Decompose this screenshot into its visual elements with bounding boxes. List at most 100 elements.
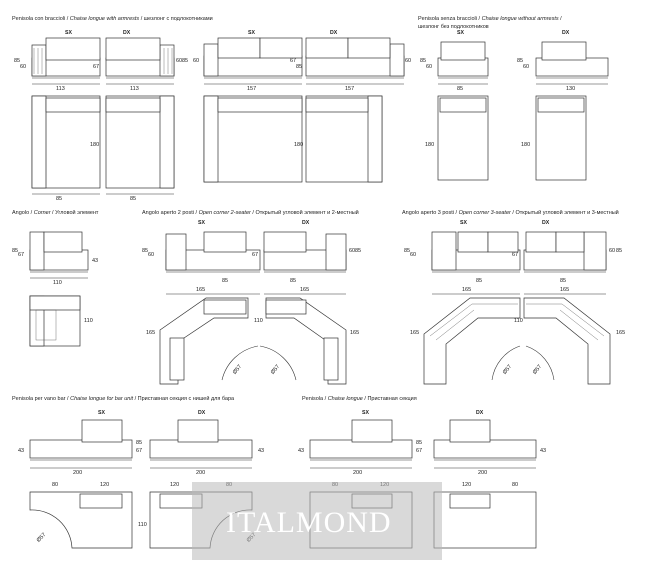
elevation-sx-157: [203, 37, 303, 79]
dim-180: 180: [425, 142, 434, 148]
dim-165: 165: [196, 287, 205, 293]
dim-180: 180: [294, 142, 303, 148]
plan-chaise-dx: [433, 491, 537, 549]
dim-200: 200: [73, 470, 82, 476]
label-sx-1: SX: [65, 30, 72, 36]
elevation-chaise-dx: [433, 419, 537, 461]
dim-43: 43: [540, 448, 546, 454]
dim-85: 85: [457, 86, 463, 92]
heading-peninsula-armrests: Penisola con braccioli / Chaise longue w…: [12, 16, 213, 22]
label-sx-6: SX: [98, 410, 105, 416]
dim-57: Ø57: [36, 532, 48, 544]
dim-180: 180: [90, 142, 99, 148]
elevation-open-corner-2-sx: [165, 231, 261, 273]
heading-open-corner-3: Angolo aperto 3 posti / Open corner 3-se…: [402, 209, 619, 216]
dim-200: 200: [478, 470, 487, 476]
dim-200: 200: [196, 470, 205, 476]
plan-open-corner-3-sx: [423, 297, 521, 385]
dim-165: 165: [560, 287, 569, 293]
plan-corner: [29, 295, 81, 347]
dim-60: 60: [609, 248, 615, 254]
dim-85: 85: [14, 58, 20, 64]
dim-120: 120: [462, 482, 471, 488]
elevation-chaise-sx: [309, 419, 413, 461]
dim-165: 165: [350, 330, 359, 336]
dim-60: 60: [193, 58, 199, 64]
dim-85: 85: [130, 196, 136, 202]
plan-no-arm-dx: [535, 95, 587, 181]
label-dx-2: DX: [330, 30, 338, 36]
dim-85: 85: [404, 248, 410, 254]
dim-85: 85: [222, 278, 228, 284]
dim-43: 43: [258, 448, 264, 454]
dim-165: 165: [410, 330, 419, 336]
label-sx-3: SX: [457, 30, 464, 36]
label-dx-1: DX: [123, 30, 131, 36]
dim-85: 85: [517, 58, 523, 64]
label-sx-5: SX: [460, 220, 467, 226]
dim-60: 60: [148, 252, 154, 258]
dim-85: 85: [560, 278, 566, 284]
dim-120: 120: [100, 482, 109, 488]
dim-60: 60: [176, 58, 182, 64]
label-dx-5: DX: [542, 220, 550, 226]
label-sx-4: SX: [198, 220, 205, 226]
heading-corner: Angolo / Corner / Угловой элемент: [12, 209, 99, 216]
plan-sx-157: [203, 95, 303, 183]
dim-67: 67: [416, 448, 422, 454]
dim-85: 85: [290, 278, 296, 284]
dim-67: 67: [136, 448, 142, 454]
dim-43: 43: [92, 258, 98, 264]
plan-no-arm-sx: [437, 95, 489, 181]
elevation-corner: [29, 231, 89, 273]
label-dx-4: DX: [302, 220, 310, 226]
dim-120: 120: [170, 482, 179, 488]
dim-85: 85: [420, 58, 426, 64]
dim-110: 110: [53, 280, 62, 286]
elevation-open-corner-3-sx: [431, 231, 521, 273]
elevation-open-corner-2-dx: [263, 231, 347, 273]
dim-60: 60: [20, 64, 26, 70]
dim-85: 85: [142, 248, 148, 254]
dim-60: 60: [523, 64, 529, 70]
plan-dx-157: [305, 95, 383, 183]
heading-bar-unit: Penisola per vano bar / Chaise longue fo…: [12, 395, 235, 402]
dim-85: 85: [416, 440, 422, 446]
dim-57: Ø57: [270, 364, 281, 376]
dim-57: Ø57: [232, 364, 243, 376]
plan-open-corner-2-dx: [265, 297, 347, 385]
elevation-no-arm-dx: [535, 41, 609, 79]
plan-open-corner-2-sx: [159, 297, 249, 385]
dim-43: 43: [18, 448, 24, 454]
dim-110: 110: [254, 318, 263, 324]
dim-157: 157: [247, 86, 256, 92]
label-dx-7: DX: [476, 410, 484, 416]
dim-67: 67: [290, 58, 296, 64]
dim-110: 110: [138, 522, 147, 528]
plan-bar-sx: [29, 491, 133, 549]
dim-60: 60: [426, 64, 432, 70]
dim-85: 85: [182, 58, 188, 64]
heading-peninsula-no-armrests-ru: шезлонг без подлокотников: [418, 24, 489, 30]
dim-180: 180: [521, 142, 530, 148]
plan-dx-113: [105, 95, 175, 189]
dim-85: 85: [56, 196, 62, 202]
heading-chaise: Penisola / Chaise longue / Приставная се…: [302, 396, 417, 402]
dim-165: 165: [146, 330, 155, 336]
dim-165: 165: [462, 287, 471, 293]
label-sx-2: SX: [248, 30, 255, 36]
dim-85: 85: [296, 64, 302, 70]
dim-57: Ø57: [502, 364, 513, 376]
dim-67: 67: [93, 64, 99, 70]
label-sx-7: SX: [362, 410, 369, 416]
dim-67: 67: [18, 252, 24, 258]
watermark-text: ITALMOND: [226, 506, 392, 539]
dim-85: 85: [12, 248, 18, 254]
heading-open-corner-2: Angolo aperto 2 posti / Open corner 2-se…: [142, 209, 359, 216]
dim-165: 165: [300, 287, 309, 293]
dim-200: 200: [353, 470, 362, 476]
dim-67: 67: [252, 252, 258, 258]
dim-80: 80: [52, 482, 58, 488]
dim-113: 113: [56, 86, 65, 92]
